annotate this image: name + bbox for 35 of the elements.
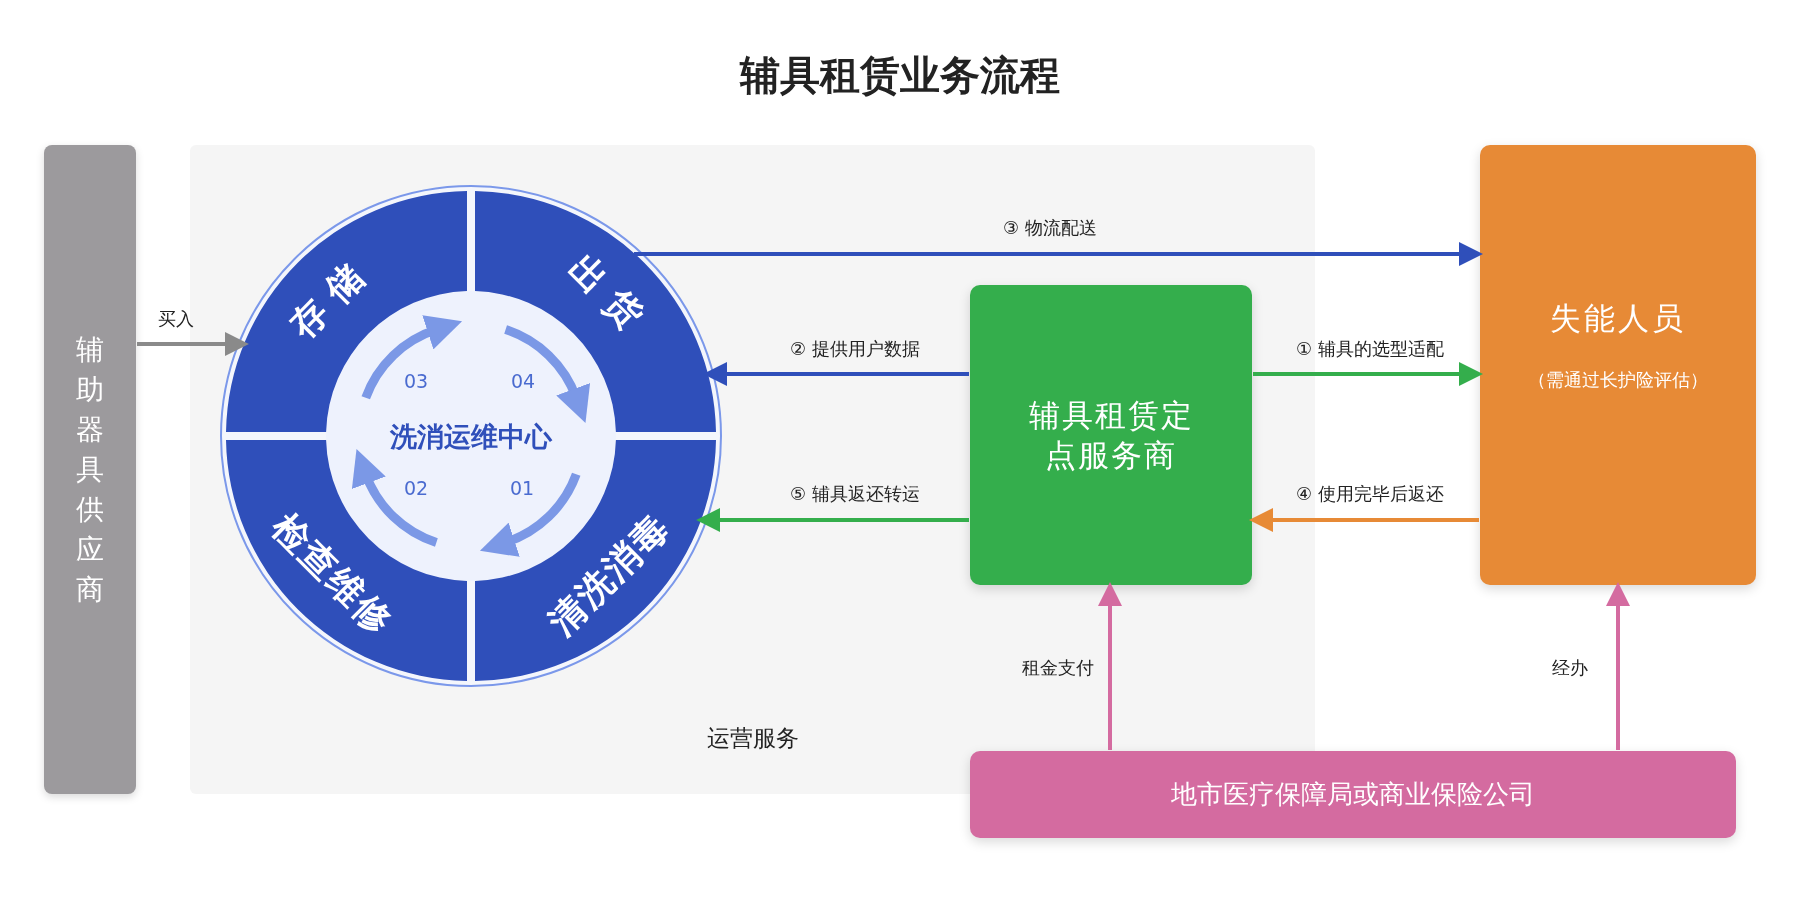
arrow: [1098, 582, 1122, 750]
box-title: 失能人员: [1550, 299, 1686, 338]
edge-label: ③ 物流配送: [1003, 216, 1097, 240]
edge-label: ④ 使用完毕后返还: [1296, 482, 1444, 506]
box-note: （需通过长护险评估）: [1528, 368, 1708, 392]
diagram-title: 辅具租赁业务流程: [738, 51, 1061, 100]
panel-heading: 运营服务: [705, 724, 800, 753]
supplier-bar: [44, 145, 136, 794]
center-label: 洗消运维中心: [389, 420, 553, 454]
service-box: [970, 285, 1252, 585]
step-number: 01: [509, 477, 535, 499]
vertical-label: 辅助器具供应商: [75, 331, 105, 608]
edge-label: 买入: [158, 307, 194, 331]
arrow: [1249, 508, 1479, 532]
arrow: [1253, 362, 1483, 386]
insurer-bar: [970, 751, 1736, 838]
segment-label: 检查维修: [263, 505, 402, 645]
edge-label: ② 提供用户数据: [790, 337, 920, 361]
arrow: [1606, 582, 1630, 750]
user-box: [1480, 145, 1756, 585]
segment-label: 出货: [560, 245, 662, 348]
step-number: 02: [403, 477, 429, 499]
edge-label: ⑤ 辅具返还转运: [790, 482, 920, 506]
arrow: [137, 332, 249, 356]
segment-label: 清洗消毒: [540, 505, 679, 645]
edge-label: 租金支付: [1022, 656, 1094, 680]
step-number: 04: [510, 370, 536, 392]
edge-label: ① 辅具的选型适配: [1296, 337, 1444, 361]
arrow: [696, 508, 969, 532]
edge-label: 经办: [1552, 656, 1588, 680]
box-title: 地市医疗保障局或商业保险公司: [1171, 778, 1535, 811]
segment-label: 存储: [280, 245, 382, 348]
step-number: 03: [403, 370, 429, 392]
arrow: [634, 242, 1483, 266]
box-title: 辅具租赁定点服务商: [1027, 396, 1195, 475]
